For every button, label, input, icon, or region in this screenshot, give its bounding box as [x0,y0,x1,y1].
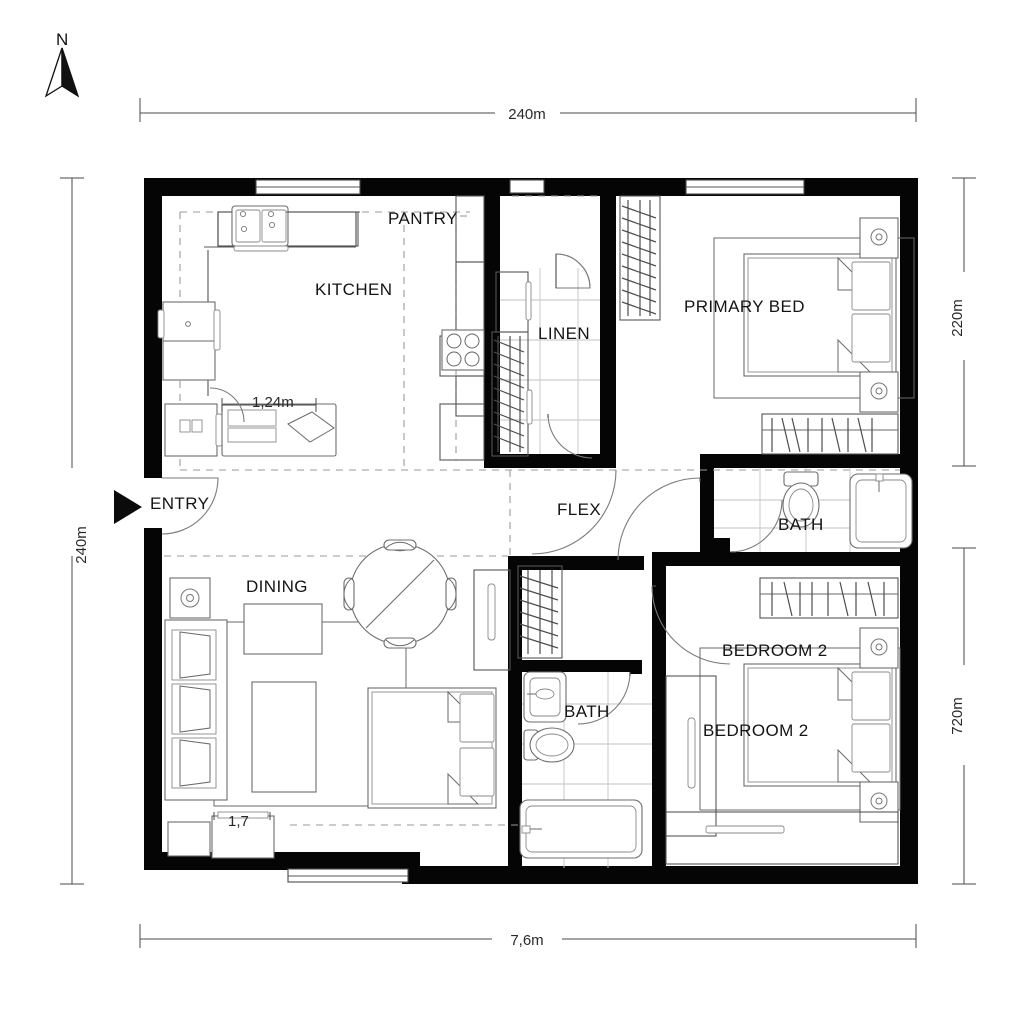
room-label-bedroom-2a: BEDROOM 2 [722,641,828,660]
dimension-right-upper: 220m [949,177,976,467]
room-label-entry: ENTRY [150,494,209,513]
bed-queen-primary [743,253,897,377]
sofa-living [164,619,228,801]
bedroom2-zone [665,577,901,865]
kitchen-dimension-label: 1,24m [252,394,294,411]
wardrobe-hanging-rod [491,331,533,457]
living-dimension-label: 1,7 [228,813,249,830]
bath-lower-zone [517,565,652,868]
dimension-bottom-label: 7,6m [510,932,543,949]
dimension-right-upper-label: 220m [949,299,966,337]
primary-closet-bottom [761,413,899,455]
kitchen-zone: 1,24m [157,195,485,535]
nightstand-primary-bottom [859,371,899,413]
linen-zone [491,253,600,459]
north-arrow-icon [44,47,80,98]
room-label-bath-lower: BATH [564,702,610,721]
room-label-pantry: PANTRY [388,209,458,228]
windows [255,179,805,883]
dimension-right-lower-label: 720m [949,697,966,735]
north-label: N [56,30,68,49]
bathtub-lower [519,799,643,859]
coffee-table [251,681,317,793]
bathtub-upper [849,473,913,549]
closet-shelving-primary [619,195,661,321]
room-label-dining: DINING [246,577,308,596]
sink-lower [523,671,567,723]
ceiling-light-dining [169,577,211,619]
dimension-top-label: 240m [508,106,546,123]
lower-left-furniture [167,811,275,859]
side-table [243,603,323,655]
toilet-lower [523,727,575,763]
dimension-right-lower: 720m [949,547,976,885]
dimension-top: 240m [139,98,917,123]
room-label-bedroom-2b: BEDROOM 2 [703,721,809,740]
bedroom2-closet-top [759,577,899,619]
pantry-cabinets [439,195,485,461]
refrigerator [157,301,221,381]
bed-secondary [367,687,497,809]
cooktop-four-burner [441,329,485,371]
room-label-linen: LINEN [538,324,590,343]
living-dimension: 1,7 [213,812,271,830]
linen-tiles [500,268,600,454]
entry-door-swing [161,477,219,535]
kitchen-sink-double [231,205,289,252]
dining-zone: 1,7 [164,539,511,859]
nightstand-primary-top [859,217,899,259]
dimension-left: 240m [60,177,90,885]
nightstand-bedroom2-bottom [859,781,899,823]
kitchen-dimension: 1,24m [221,394,317,412]
sofa [221,403,337,457]
room-label-primary-bed: PRIMARY BED [684,297,805,316]
room-label-flex: FLEX [557,500,601,519]
bedroom2-wardrobe [665,675,717,837]
bed-queen-bedroom2 [743,663,897,787]
dishwasher [164,403,223,457]
toilet-upper [782,471,820,528]
bedroom2-dresser [665,811,899,865]
room-label-kitchen: KITCHEN [315,280,392,299]
closet-rod-lower [517,565,563,659]
bath-upper-zone [714,468,913,553]
room-labels: KITCHEN PANTRY LINEN PRIMARY BED ENTRY F… [150,209,828,740]
entry-direction-arrow-icon [114,490,142,524]
dining-table-round [343,539,457,649]
primary-bedroom-zone [617,195,915,561]
flex-zone [531,469,731,665]
closet-tall-dining [473,569,511,671]
dimension-bottom: 7,6m [139,924,917,949]
dimension-left-label: 240m [73,526,90,564]
room-label-bath-upper: BATH [778,515,824,534]
nightstand-bedroom2-top [859,627,899,669]
